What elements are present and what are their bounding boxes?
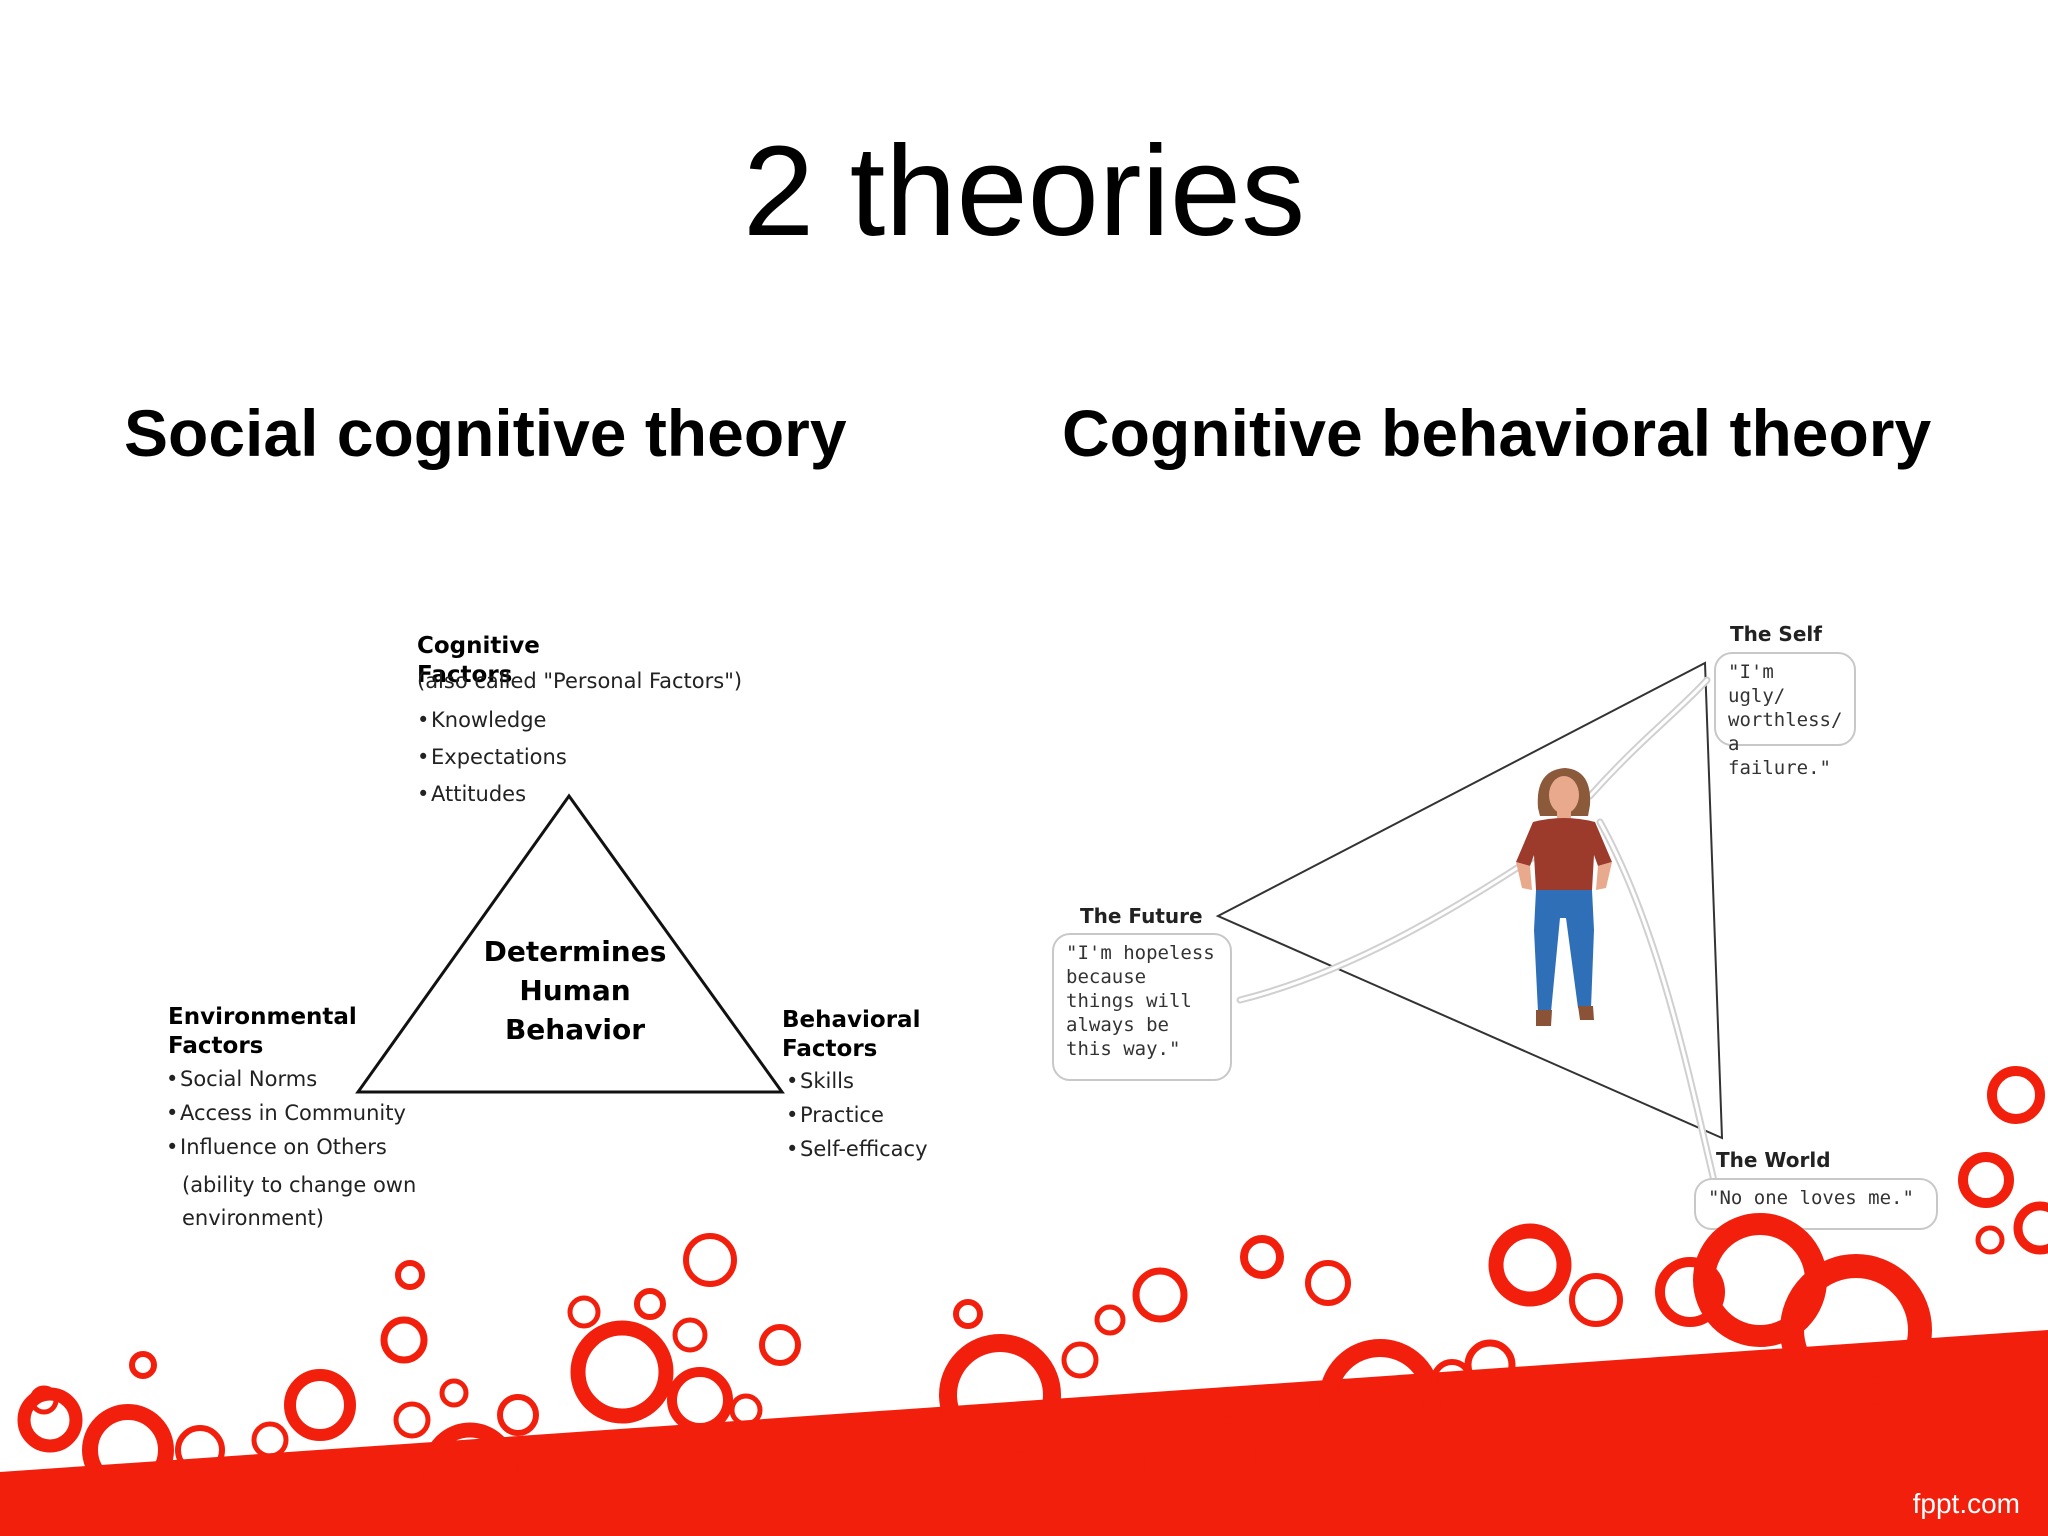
behavioral-factors-heading: Behavioral Factors	[782, 1006, 920, 1064]
person-figure	[1516, 768, 1612, 1026]
right-arm	[1596, 862, 1612, 890]
cbt-triangle	[1215, 661, 1724, 1189]
list-item: Practice	[786, 1105, 928, 1139]
self-thought-bubble: "I'm ugly/ worthless/ a failure."	[1714, 652, 1856, 779]
list-item: Attitudes	[417, 784, 567, 806]
sct-triangle-outline	[355, 793, 785, 1094]
center-line: Behavior	[504, 1013, 646, 1046]
the-world-heading: The World	[1716, 1148, 1831, 1172]
list-item: Access in Community	[166, 1103, 406, 1137]
heading-line: Environmental	[168, 1004, 357, 1030]
future-thought-bubble: "I'm hopeless because things will always…	[1052, 933, 1232, 1081]
shirt	[1516, 818, 1612, 890]
left-theory-title: Social cognitive theory	[124, 396, 847, 470]
environmental-factors-list: Social Norms Access in Community Influen…	[166, 1069, 406, 1159]
list-item: Social Norms	[166, 1069, 406, 1103]
list-item: Knowledge	[417, 710, 567, 747]
environmental-factors-heading: Environmental Factors	[168, 1003, 357, 1061]
sct-triangle	[355, 793, 785, 1094]
list-item: Skills	[786, 1071, 928, 1105]
list-item: Influence on Others	[166, 1137, 406, 1159]
environmental-note: (ability to change own environment)	[182, 1169, 416, 1235]
cognitive-factors-subheading: (also called "Personal Factors")	[417, 669, 743, 693]
right-theory-title: Cognitive behavioral theory	[1062, 396, 1932, 470]
list-item: Expectations	[417, 747, 567, 784]
behavioral-factors-list: Skills Practice Self-efficacy	[786, 1071, 928, 1161]
decorative-circles	[17, 1066, 2048, 1526]
heading-line: Behavioral	[782, 1007, 921, 1033]
cbt-triangle-outline	[1215, 661, 1724, 1140]
heading-line: Factors	[168, 1033, 264, 1059]
footer-brand: fppt.com	[1912, 1488, 2020, 1519]
heading-line: Factors	[782, 1036, 878, 1062]
center-line: Determines	[483, 935, 667, 968]
the-future-heading: The Future	[1080, 904, 1203, 928]
the-self-heading: The Self	[1730, 622, 1822, 646]
face	[1549, 776, 1579, 814]
slide-title: 2 theories	[742, 120, 1306, 263]
left-arm	[1516, 862, 1532, 890]
list-item: Self-efficacy	[786, 1139, 928, 1161]
cognitive-factors-list: Knowledge Expectations Attitudes	[417, 710, 567, 806]
center-label: Determines Human Behavior	[445, 932, 705, 1049]
note-line: environment)	[182, 1206, 324, 1230]
left-shoe	[1536, 1010, 1552, 1026]
cognitive-factors-heading: Cognitive Factors	[417, 633, 540, 688]
jeans	[1534, 890, 1594, 1012]
note-line: (ability to change own	[182, 1173, 417, 1197]
world-thought-bubble: "No one loves me."	[1694, 1178, 1938, 1230]
center-line: Human	[519, 974, 631, 1007]
right-shoe	[1578, 1006, 1594, 1020]
